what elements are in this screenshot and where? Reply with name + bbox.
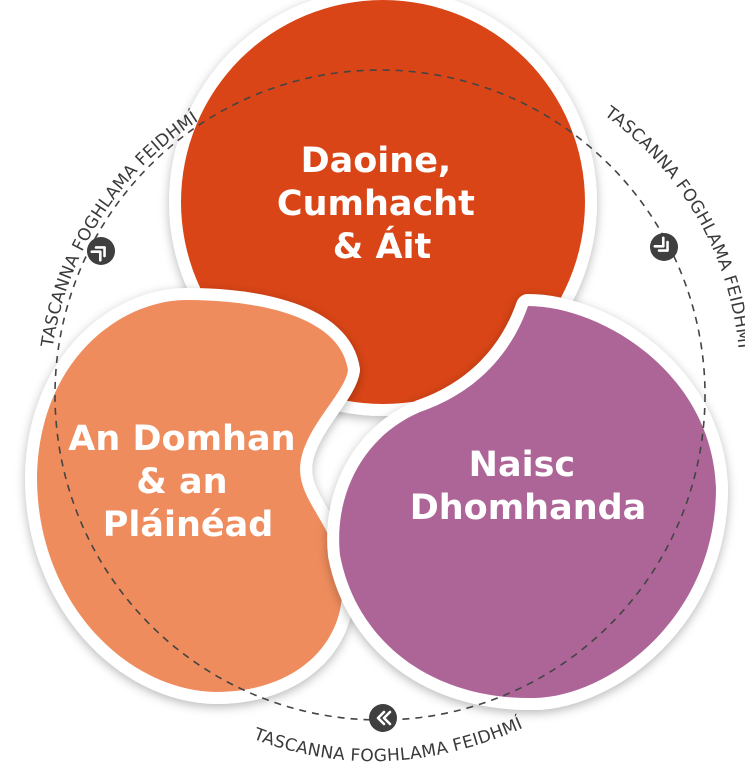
lobe-top-line-2: Cumhacht	[277, 184, 475, 224]
lobe-left-line-2: & an	[136, 462, 227, 502]
ring-label-right: TASCANNA FOGHLAMA FEIDHMÍ	[600, 102, 745, 349]
lobe-naisc-dhomhanda	[327, 294, 728, 711]
lobe-right-line-2: Dhomhanda	[410, 488, 647, 528]
lobe-top-line-3: & Áit	[333, 225, 432, 267]
lobe-top-line-1: Daoine,	[301, 141, 452, 181]
lobe-left-fill	[36, 300, 349, 692]
lobe-top-label: Daoine, Cumhacht & Áit	[277, 141, 487, 267]
lobe-right-label: Naisc Dhomhanda	[410, 445, 647, 528]
lobe-right-fill	[339, 306, 716, 699]
double-chevron-arrow-icon	[369, 704, 397, 732]
lobe-left-line-3: Pláinéad	[103, 505, 274, 545]
lobe-left-label: An Domhan & an Pláinéad	[68, 419, 307, 545]
lobe-right-line-1: Naisc	[469, 445, 576, 485]
double-chevron-arrow-icon	[87, 237, 115, 265]
lobe-left-line-1: An Domhan	[68, 419, 295, 459]
ring-label-right-text: TASCANNA FOGHLAMA FEIDHMÍ	[600, 102, 745, 349]
double-chevron-arrow-icon	[650, 233, 678, 261]
lobe-an-domhan	[24, 288, 360, 704]
